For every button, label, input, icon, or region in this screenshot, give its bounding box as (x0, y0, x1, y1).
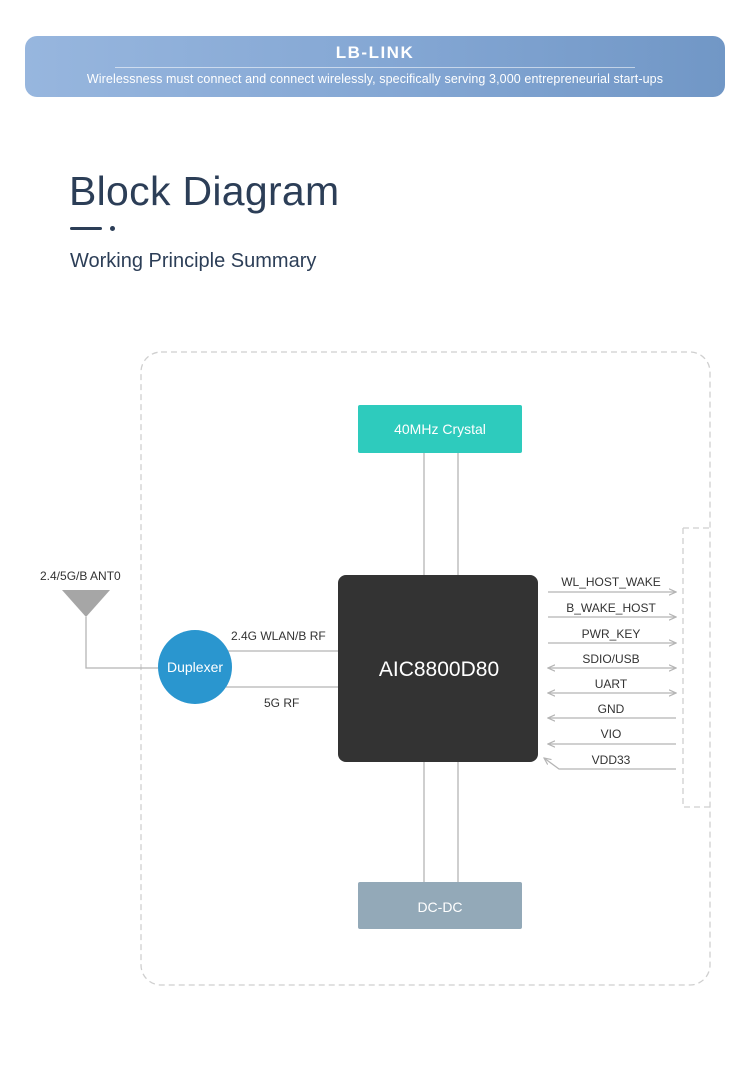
crystal-block (358, 405, 522, 453)
banner-divider (115, 67, 635, 68)
rf-24g-label: 2.4G WLAN/B RF (231, 629, 326, 643)
signal-label-wl-host-wake: WL_HOST_WAKE (561, 575, 661, 589)
signal-label-vdd33: VDD33 (592, 753, 631, 767)
tagline: Wirelessness must connect and connect wi… (86, 72, 664, 86)
title-accent-bar (70, 227, 102, 230)
chip-label: AIC8800D80 (379, 658, 499, 681)
signal-label-vio: VIO (601, 727, 622, 741)
signal-label-pwr-key: PWR_KEY (582, 627, 641, 641)
antenna-feed-line (85, 617, 158, 669)
rf-5g-label: 5G RF (264, 696, 299, 710)
duplexer-label: Duplexer (167, 659, 223, 675)
crystal-label: 40MHz Crystal (394, 421, 486, 437)
dcdc-label: DC-DC (417, 899, 462, 915)
header-banner: LB-LINK Wirelessness must connect and co… (25, 36, 725, 97)
signal-label-gnd: GND (598, 702, 625, 716)
duplexer-block (158, 630, 232, 704)
page-title: Block Diagram (69, 168, 340, 214)
chip-block (338, 575, 538, 762)
signal-label-sdio-usb: SDIO/USB (582, 652, 639, 666)
brand-logo: LB-LINK (335, 43, 415, 62)
dcdc-block (358, 882, 522, 929)
antenna-icon (62, 590, 110, 617)
page-subtitle: Working Principle Summary (70, 250, 317, 272)
title-accent-dot (110, 226, 115, 231)
pin-header-bracket (682, 527, 710, 808)
signal-label-uart: UART (595, 677, 628, 691)
signal-label-b-wake-host: B_WAKE_HOST (566, 601, 656, 615)
antenna-label: 2.4/5G/B ANT0 (40, 569, 121, 583)
signal-line-vdd33 (544, 758, 676, 770)
